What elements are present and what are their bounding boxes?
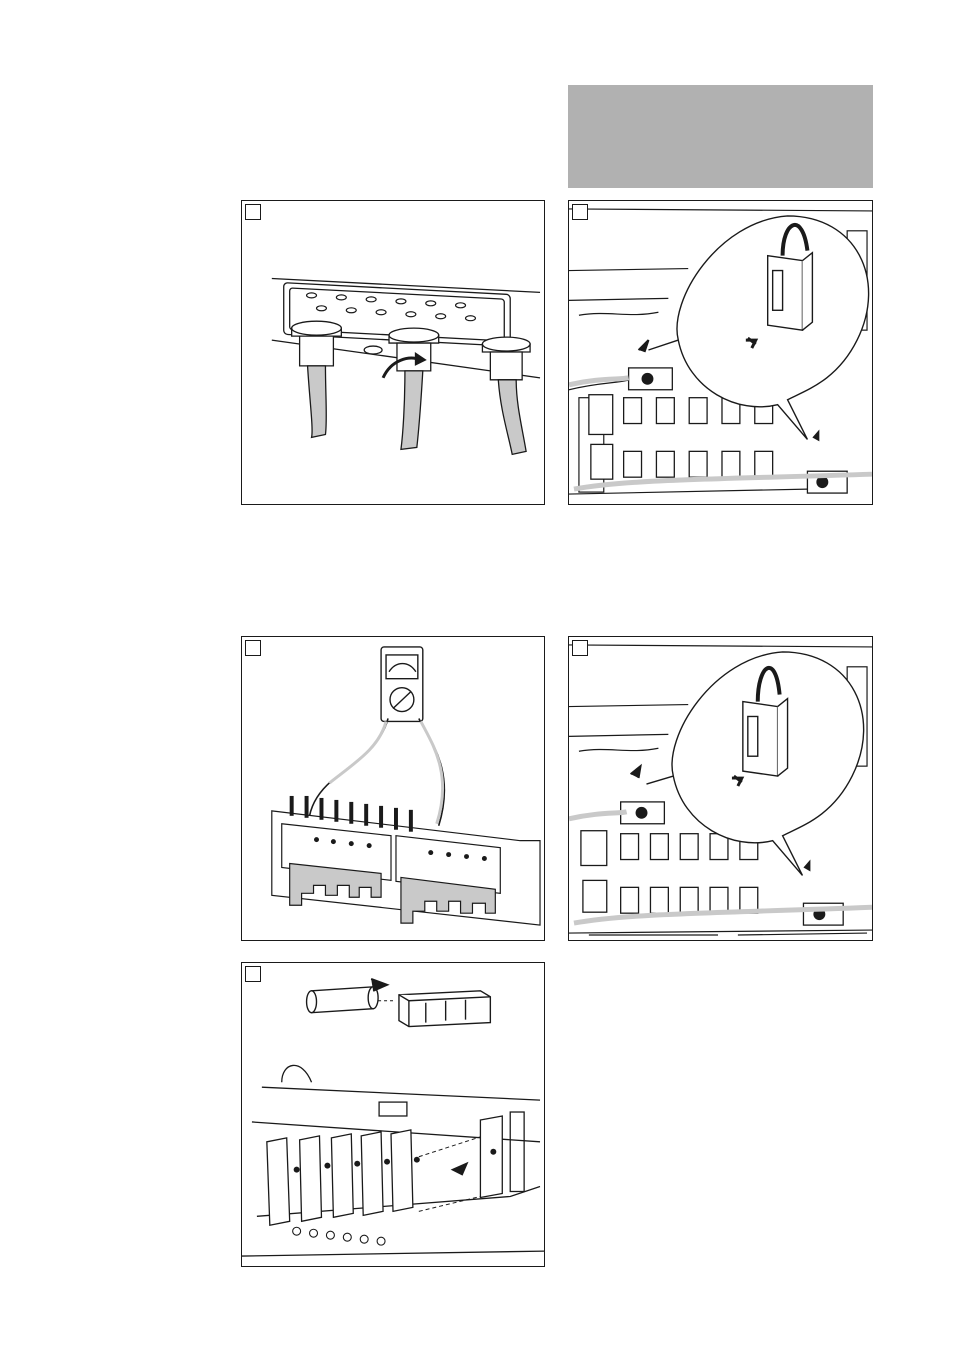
cable-gland-illustration bbox=[271, 277, 541, 456]
fuse-insertion-illustration bbox=[242, 977, 544, 1257]
figure-cable-glands bbox=[241, 200, 545, 505]
header-banner bbox=[568, 85, 873, 188]
fuse-holder-close-illustration bbox=[569, 644, 872, 936]
fuse-holder-open-illustration bbox=[569, 208, 872, 495]
step-number-box bbox=[245, 204, 261, 220]
step-number-box bbox=[245, 640, 261, 656]
figure-fuse-holder-close bbox=[568, 636, 873, 941]
step-number-box bbox=[245, 966, 261, 982]
multimeter-illustration bbox=[271, 646, 541, 926]
figure-fuse-holder-open bbox=[568, 200, 873, 505]
figure-fuse-insertion bbox=[241, 962, 545, 1267]
figure-multimeter-measurement bbox=[241, 636, 545, 941]
step-number-box bbox=[572, 640, 588, 656]
step-number-box bbox=[572, 204, 588, 220]
